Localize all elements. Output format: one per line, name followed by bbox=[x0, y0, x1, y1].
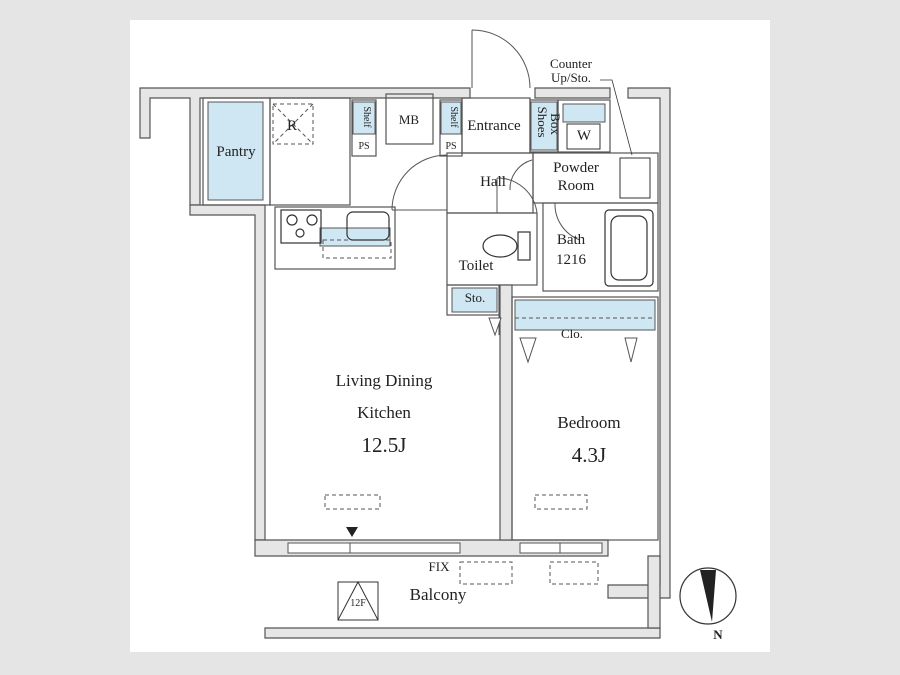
storage-label: Sto. bbox=[465, 290, 486, 305]
shelf-left-label: Shelf bbox=[361, 106, 372, 128]
doors bbox=[391, 29, 638, 364]
ldk-label-line2: Kitchen bbox=[357, 403, 411, 422]
closet-area bbox=[514, 299, 656, 331]
shoes-box-label-line2: Box bbox=[548, 113, 563, 135]
entrance-label: Entrance bbox=[467, 118, 521, 134]
pantry-label: Pantry bbox=[216, 144, 256, 160]
toilet-icon bbox=[482, 231, 531, 261]
compass-icon bbox=[679, 567, 737, 625]
fix-label: FIX bbox=[429, 559, 451, 574]
closet-label: Clo. bbox=[561, 326, 583, 341]
powder-room-label-line2: Room bbox=[558, 178, 595, 194]
ldk-size-label: 12.5J bbox=[362, 433, 407, 457]
entrance-door bbox=[471, 29, 531, 89]
counter-label-line1: Counter bbox=[550, 56, 593, 71]
ldk-label-line1: Living Dining bbox=[336, 371, 433, 390]
powder-room-label-line1: Powder bbox=[553, 160, 599, 176]
ps-right-label: PS bbox=[445, 141, 456, 152]
interior-walls bbox=[202, 93, 659, 541]
hall-door bbox=[391, 154, 448, 211]
bath-label: Bath bbox=[557, 232, 586, 248]
bath-size-label: 1216 bbox=[556, 252, 587, 268]
basin-icon bbox=[619, 157, 651, 199]
bathtub-icon bbox=[604, 209, 654, 287]
washer-label: W bbox=[577, 128, 592, 144]
dashed-details bbox=[272, 103, 655, 585]
floor-badge-label: 12F bbox=[350, 598, 366, 609]
windows bbox=[287, 542, 603, 554]
counter-leader-line bbox=[600, 79, 633, 156]
washer-icon bbox=[566, 123, 601, 150]
main-entry-marker bbox=[346, 527, 358, 537]
stove-icon bbox=[280, 209, 322, 244]
counter-label-line2: Up/Sto. bbox=[551, 70, 591, 85]
floor-badge-icon bbox=[337, 580, 379, 621]
shoes-box-label-line1: Shoes bbox=[535, 106, 550, 137]
balcony-label: Balcony bbox=[410, 585, 467, 604]
ps-left-label: PS bbox=[358, 141, 369, 152]
bedroom-size-label: 4.3J bbox=[572, 443, 606, 467]
toilet-label: Toilet bbox=[459, 258, 495, 274]
compass-north-label: N bbox=[713, 627, 723, 642]
shelf-right-label: Shelf bbox=[448, 106, 459, 128]
bedroom-label: Bedroom bbox=[557, 413, 620, 432]
sink-icon bbox=[346, 211, 390, 241]
mb-label: MB bbox=[399, 112, 420, 127]
refrigerator-label: R bbox=[287, 118, 297, 134]
hall-label: Hall bbox=[480, 174, 506, 190]
pantry-area bbox=[207, 101, 264, 201]
storage-areas bbox=[207, 101, 656, 331]
